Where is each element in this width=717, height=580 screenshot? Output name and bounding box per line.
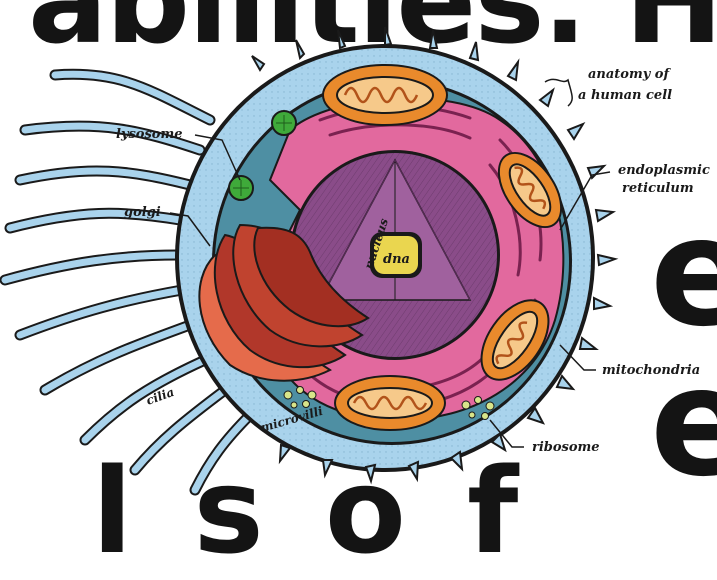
- label-dna: dna: [383, 252, 410, 267]
- cell-diagram: anatomy of a human cell lysosome golgi e…: [0, 0, 717, 500]
- cell-illustration: abilities. H e e: [0, 0, 717, 500]
- background-text-bottom: l s o f: [92, 452, 528, 570]
- title-line2: a human cell: [578, 88, 672, 103]
- label-ribosome: ribosome: [532, 440, 600, 455]
- label-lysosome: lysosome: [116, 127, 183, 142]
- title-line1: anatomy of: [588, 67, 671, 82]
- mitochondrion-top: [323, 65, 447, 125]
- label-mitochondria: mitochondria: [602, 363, 700, 378]
- mitochondrion-bottom: [335, 376, 445, 430]
- label-endoplasmic-line1: endoplasmic: [618, 163, 710, 178]
- label-golgi: golgi: [124, 205, 161, 220]
- label-endoplasmic-line2: reticulum: [622, 181, 694, 196]
